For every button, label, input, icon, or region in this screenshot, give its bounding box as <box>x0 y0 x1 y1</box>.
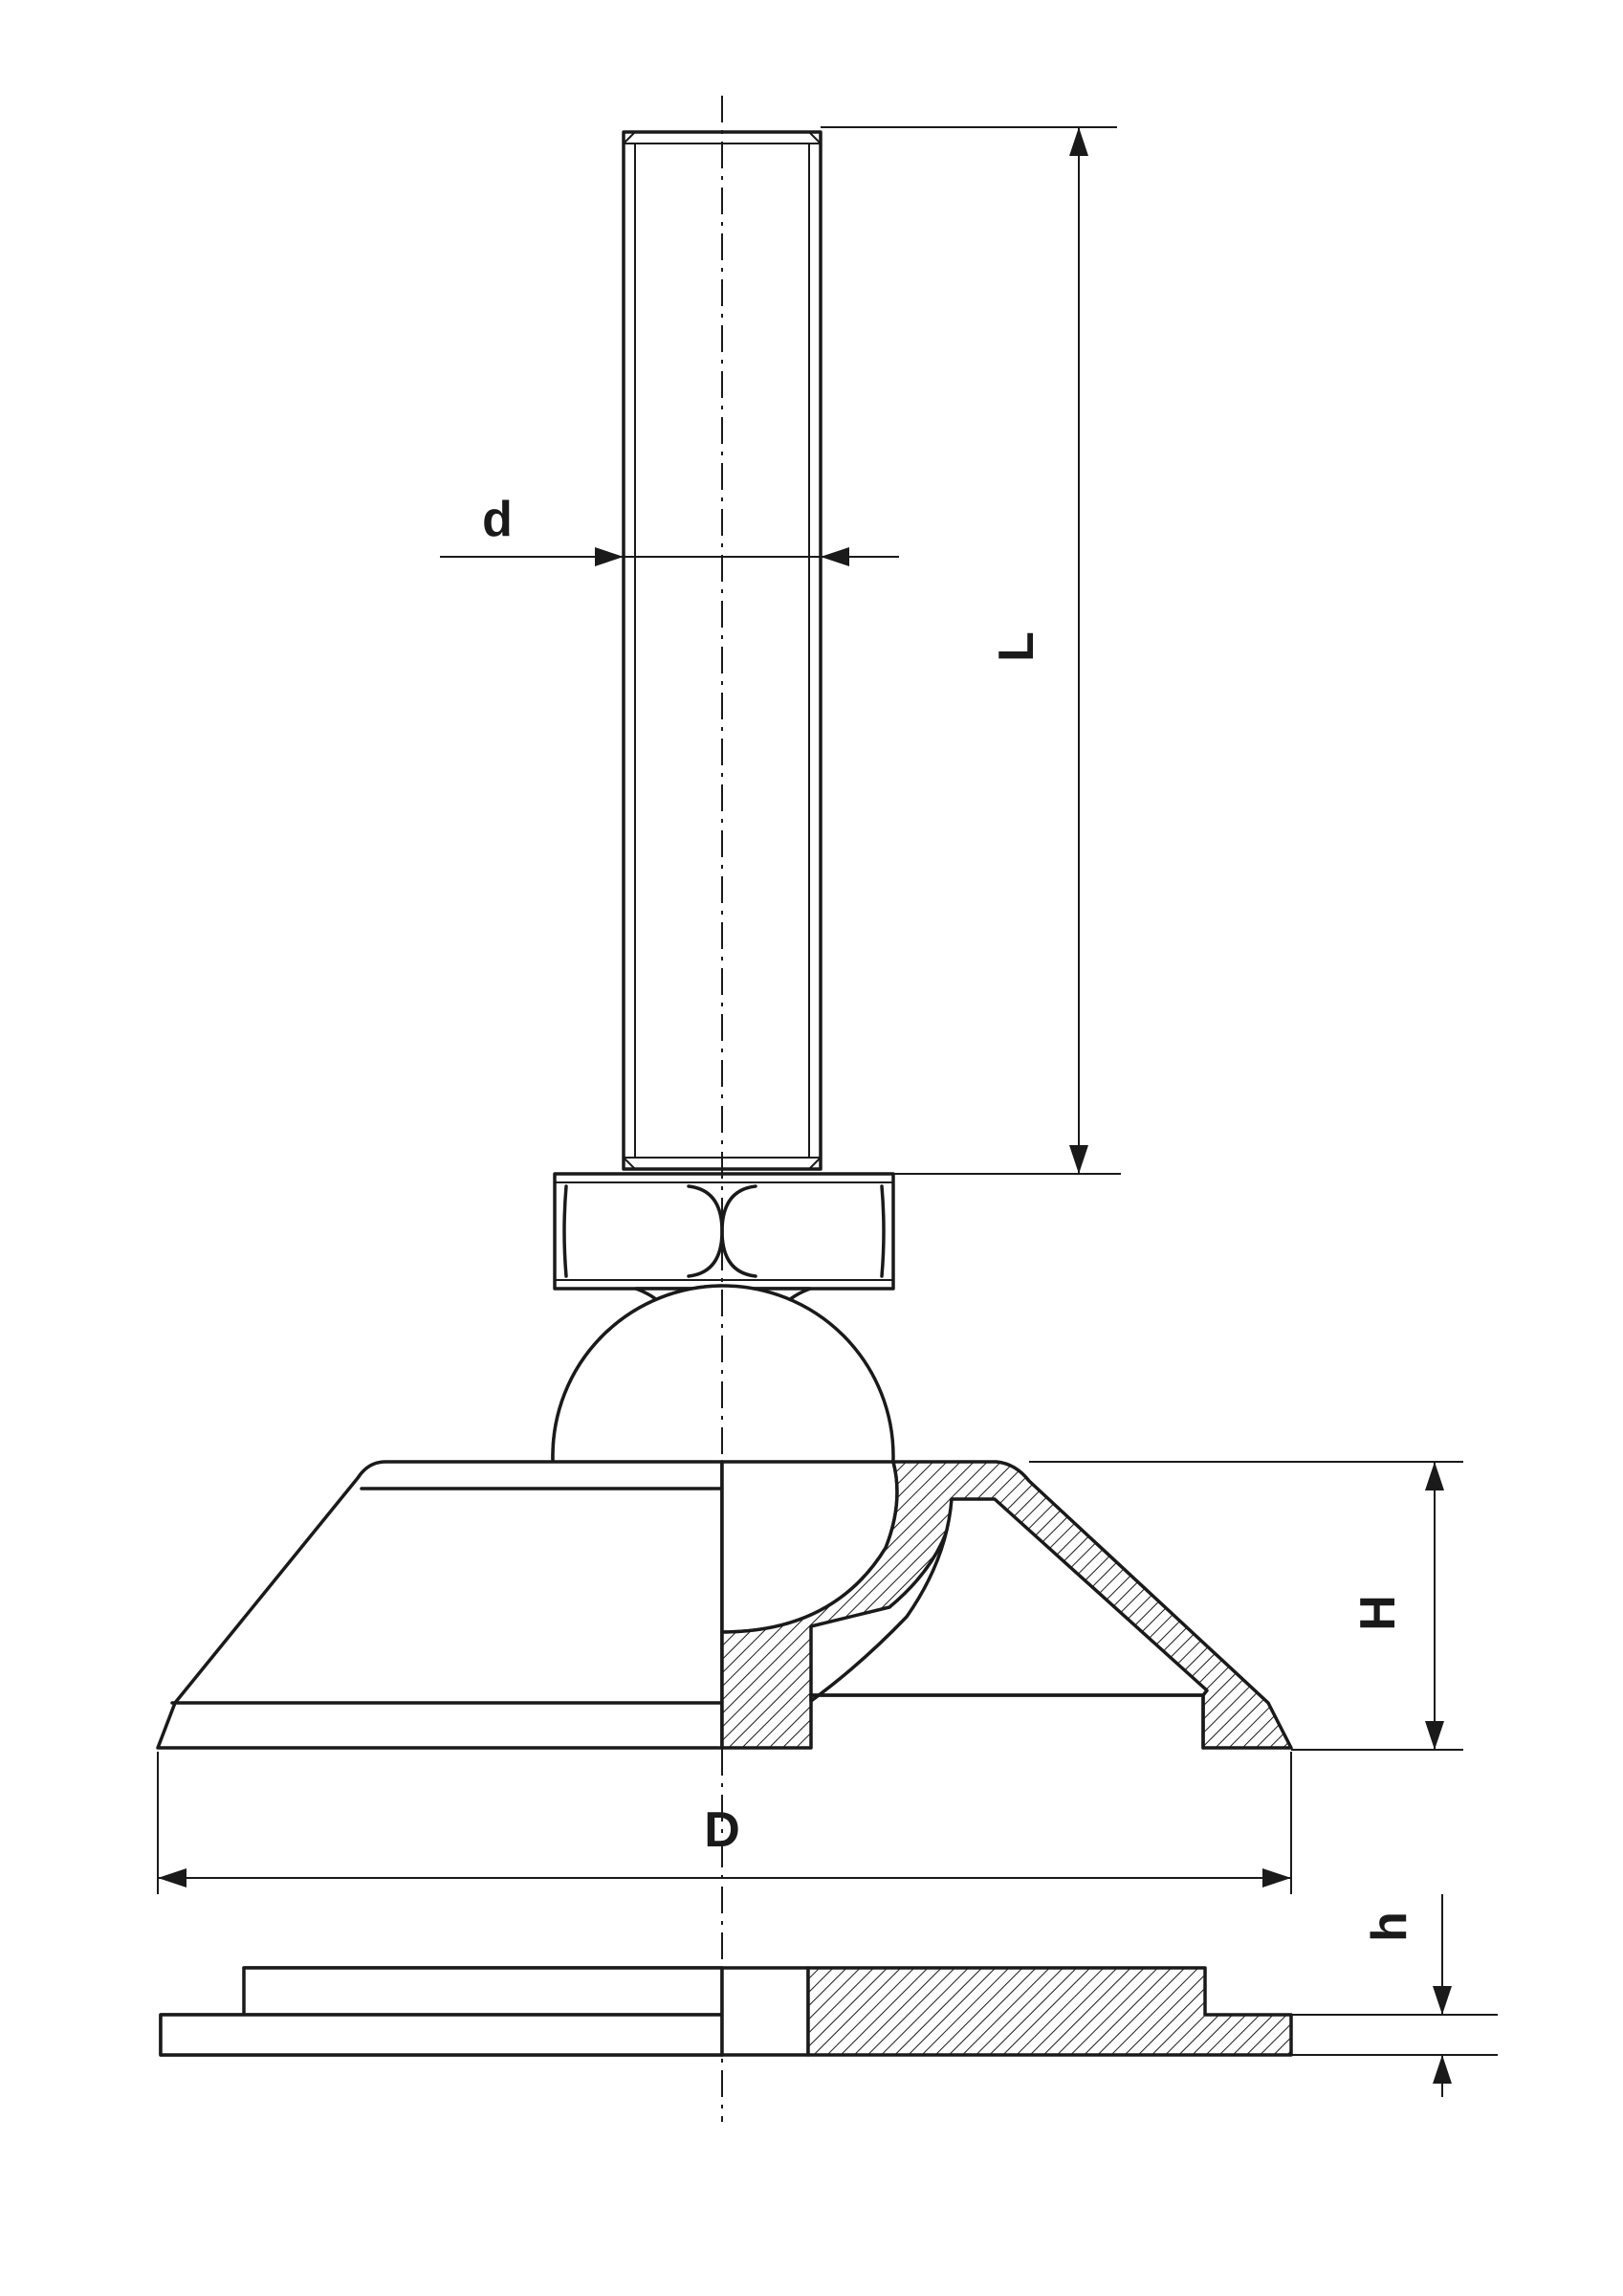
base-outer-view <box>156 1284 724 1750</box>
threaded-rod <box>622 130 822 1171</box>
label-d: d <box>482 492 513 547</box>
base-section-view <box>720 1460 1293 1750</box>
label-H: H <box>1350 1595 1406 1631</box>
base-pad <box>159 1966 1293 2057</box>
dimension-L: L <box>821 126 1121 1175</box>
dimension-h: h <box>1291 1894 1498 2097</box>
dimension-d: d <box>440 492 899 566</box>
label-L: L <box>989 631 1044 662</box>
hex-nut <box>553 1172 895 1291</box>
label-h: h <box>1362 1911 1417 1942</box>
dimension-H: H <box>1029 1461 1463 1751</box>
dimension-D: D <box>157 1752 1292 1894</box>
label-D: D <box>704 1802 740 1858</box>
